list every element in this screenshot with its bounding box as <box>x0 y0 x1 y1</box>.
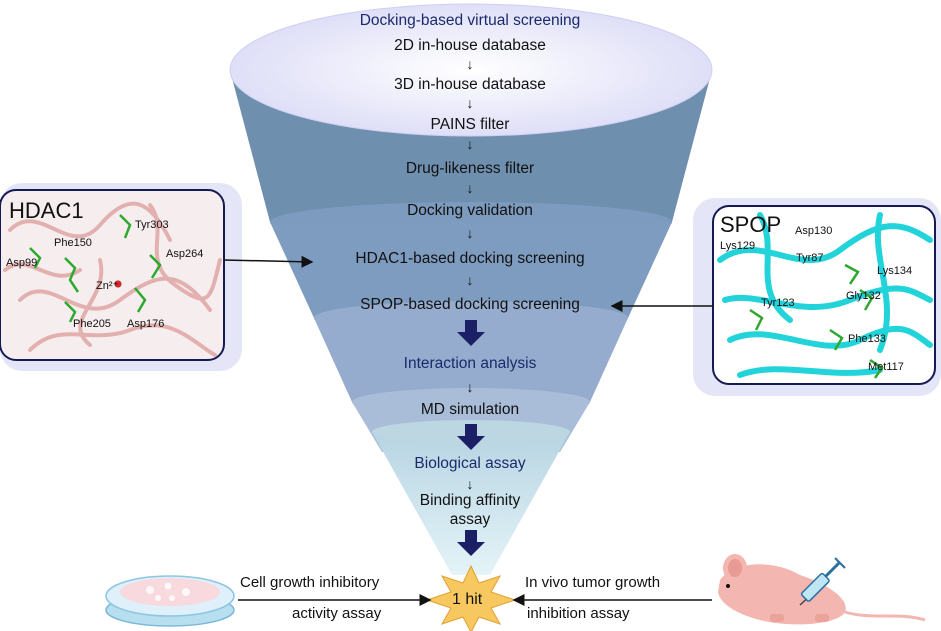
funnel-layer-2-top <box>270 202 672 242</box>
left-assay-line2: activity assay <box>292 605 382 622</box>
step-md-simulation: MD simulation <box>420 401 520 418</box>
funnel-title: Docking-based virtual screening <box>359 12 581 29</box>
hdac1-res-phe150: Phe150 <box>54 237 92 249</box>
step-binding-affinity: Binding affinity <box>419 492 521 509</box>
dark-arrow-1 <box>457 320 485 346</box>
funnel-layer-3-top <box>314 301 628 335</box>
syringe-icon <box>799 557 846 606</box>
hdac1-sticks <box>29 214 162 323</box>
step-binding-affinity-assay: assay <box>449 511 491 528</box>
spop-res-phe133: Phe133 <box>848 333 886 345</box>
spop-title: SPOP <box>720 212 782 237</box>
step-drug-likeness: Drug-likeness filter <box>405 160 535 177</box>
step-arrow-6: ↓ <box>466 272 474 288</box>
hdac1-res-asp176: Asp176 <box>127 318 165 330</box>
hdac1-res-asp99: Asp99 <box>6 257 38 269</box>
spop-res-tyr123: Tyr123 <box>761 297 795 309</box>
spop-sticks <box>749 263 884 379</box>
mouse-icon <box>718 554 926 625</box>
hdac1-ribbons <box>3 201 222 357</box>
left-assay-line1: Cell growth inhibitory <box>240 574 380 591</box>
dark-arrow-2 <box>457 424 485 450</box>
petri-dish-icon <box>105 575 235 627</box>
hdac1-res-tyr303: Tyr303 <box>135 219 169 231</box>
step-arrow-3: ↓ <box>466 136 474 152</box>
hdac1-res-phe205: Phe205 <box>73 318 111 330</box>
hdac1-connector <box>223 255 314 268</box>
hit-star <box>425 564 517 631</box>
spop-res-asp130: Asp130 <box>795 225 833 237</box>
hdac1-res-zinc: Zn²⁺ <box>96 280 119 292</box>
step-pains-filter: PAINS filter <box>430 116 510 133</box>
step-biological-assay: Biological assay <box>414 455 526 472</box>
step-spop-docking: SPOP-based docking screening <box>360 296 580 313</box>
funnel-tip <box>372 432 570 575</box>
spop-res-gly132: Gly132 <box>846 290 881 302</box>
hdac1-title: HDAC1 <box>9 198 84 223</box>
step-2d-database: 2D in-house database <box>394 37 546 54</box>
step-arrow-7: ↓ <box>466 379 474 395</box>
step-arrow-1: ↓ <box>466 56 474 72</box>
dark-arrow-3 <box>457 530 485 556</box>
funnel-layer-3 <box>314 318 628 402</box>
step-interaction-analysis: Interaction analysis <box>403 355 537 372</box>
right-assay-line2: inhibition assay <box>527 605 630 622</box>
spop-res-met117: Met117 <box>868 361 904 373</box>
funnel-top-ellipse <box>229 3 713 137</box>
step-docking-validation: Docking validation <box>407 202 533 219</box>
zinc-ion <box>114 280 122 288</box>
funnel-layer-2 <box>270 222 672 318</box>
step-arrow-4: ↓ <box>466 180 474 196</box>
step-arrow-8: ↓ <box>466 476 474 492</box>
spop-res-tyr87: Tyr87 <box>796 252 824 264</box>
step-3d-database: 3D in-house database <box>394 76 546 93</box>
step-arrow-5: ↓ <box>466 225 474 241</box>
hit-label: 1 hit <box>452 591 483 608</box>
spop-ribbons <box>717 212 933 378</box>
spop-res-lys129: Lys129 <box>720 240 756 252</box>
funnel-layer-4-top <box>352 388 590 416</box>
step-hdac1-docking: HDAC1-based docking screening <box>355 250 585 267</box>
step-arrow-2: ↓ <box>466 95 474 111</box>
spop-res-lys134: Lys134 <box>877 265 913 277</box>
hdac1-res-asp264: Asp264 <box>166 248 204 260</box>
right-assay-line1: In vivo tumor growth <box>525 574 661 591</box>
